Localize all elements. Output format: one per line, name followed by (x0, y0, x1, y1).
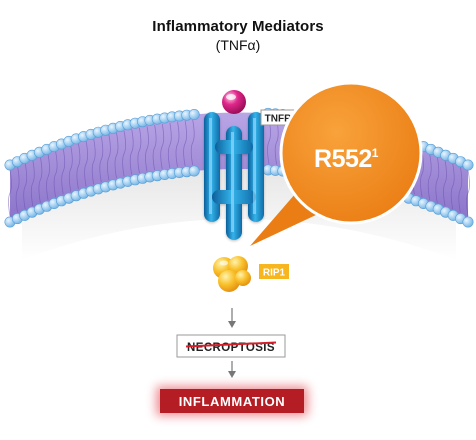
lipid-tail (152, 124, 157, 171)
lipid-tail (84, 141, 88, 187)
lipid-tail (190, 120, 195, 166)
lipid-tail (175, 121, 180, 167)
rip1-kinase (213, 256, 251, 292)
lipid-tail (435, 157, 440, 203)
lipid-tail (76, 143, 81, 190)
lipid-tail (23, 163, 28, 210)
lipid-tail (145, 126, 149, 172)
callout-superscript: 1 (372, 146, 379, 160)
lipid-tail (167, 122, 172, 168)
tnf-ligand (222, 90, 246, 114)
lipid-tail (129, 129, 134, 175)
svg-text:R5521: R5521 (314, 145, 379, 173)
diagram-subtitle: (TNFα) (215, 37, 261, 53)
lipid-tail (38, 157, 43, 203)
lipid-tail (427, 154, 432, 200)
arrow-to-necroptosis (228, 308, 236, 328)
lipid-tail (61, 148, 66, 195)
lipid-tail (450, 163, 455, 210)
lipid-tail (466, 169, 470, 217)
lipid-tail (114, 132, 119, 179)
lipid-tail (30, 160, 35, 206)
lipid-tail (8, 169, 12, 217)
lipid-tail (443, 160, 447, 206)
lipid-tail (91, 138, 96, 185)
lipid-tail (68, 145, 73, 192)
lipid-tail (458, 166, 463, 213)
lipid-tail (99, 136, 104, 183)
rip1-label: RIP1 (263, 268, 286, 279)
lipid-tail (15, 166, 20, 213)
inflammation-box: INFLAMMATION (156, 386, 308, 416)
lipid-head (462, 216, 474, 228)
callout-label: R552 (314, 145, 372, 173)
lipid-tail (107, 134, 111, 181)
lipid-tail (46, 154, 50, 200)
inflammation-label: INFLAMMATION (179, 394, 286, 409)
strikethrough-line (185, 341, 277, 348)
lipid-head (188, 165, 200, 177)
arrow-to-inflammation (228, 361, 236, 378)
lipid-head (188, 109, 200, 121)
lipid-tail (420, 151, 424, 197)
lipid-tail (274, 119, 279, 165)
lipid-tail (122, 130, 126, 177)
r552-callout: R5521 (279, 81, 423, 225)
tnfr-receptor (204, 112, 264, 240)
tnfr-label: TNFR (265, 114, 292, 125)
lipid-tail (183, 120, 187, 166)
diagram-title: Inflammatory Mediators (152, 18, 324, 35)
lipid-tail (53, 151, 58, 197)
necroptosis-box: NECROPTOSIS (176, 334, 286, 358)
lipid-head (462, 159, 474, 171)
lipid-tail (267, 118, 271, 164)
lipid-tail (137, 127, 142, 174)
lipid-tail (160, 123, 165, 169)
rip1-label-box: RIP1 (259, 264, 289, 279)
